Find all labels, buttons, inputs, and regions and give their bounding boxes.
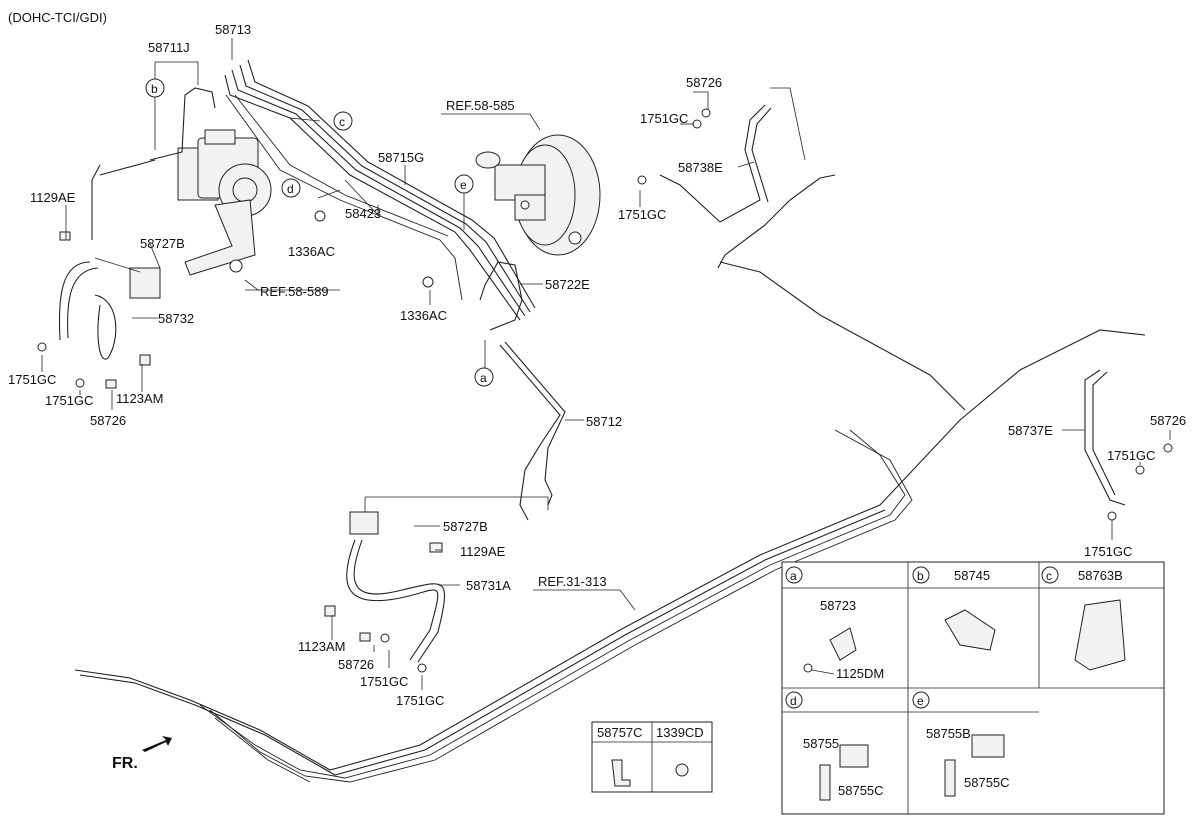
label-58712: 58712 bbox=[586, 414, 622, 429]
small-parts-table: 58757C 1339CD bbox=[591, 721, 713, 793]
label-1751GC-3: 1751GC bbox=[640, 111, 688, 126]
label-58722E: 58722E bbox=[545, 277, 590, 292]
label-58727B-upper: 58727B bbox=[140, 236, 185, 251]
label-58423: 58423 bbox=[345, 206, 381, 221]
clip-icon bbox=[611, 759, 631, 787]
label-58726-1: 58726 bbox=[90, 413, 126, 428]
tag-b-diagram: b bbox=[151, 82, 158, 96]
hose-58738E bbox=[659, 104, 766, 223]
cell-e-sub2: 58755C bbox=[964, 775, 1010, 790]
label-1751GC-7: 1751GC bbox=[360, 674, 408, 689]
ref-31-313: REF.31-313 bbox=[538, 574, 607, 589]
tag-c-diagram: c bbox=[339, 115, 345, 129]
label-58731A: 58731A bbox=[466, 578, 511, 593]
callout-labels: 58713 58711J 58715G 58423 1336AC 1336AC … bbox=[8, 22, 1186, 708]
label-58726-3: 58726 bbox=[1150, 413, 1186, 428]
engine-code-label: (DOHC-TCI/GDI) bbox=[8, 10, 107, 25]
bracket-58745-icon bbox=[944, 609, 996, 651]
label-1336AC-lower: 1336AC bbox=[400, 308, 447, 323]
tag-d-diagram: d bbox=[287, 182, 294, 196]
hose-58731A bbox=[346, 496, 549, 663]
hose-58737E bbox=[1084, 369, 1126, 506]
label-1751GC-6: 1751GC bbox=[1084, 544, 1132, 559]
label-58715G: 58715G bbox=[378, 150, 424, 165]
pipe-58711J bbox=[149, 87, 216, 161]
label-1129AE-upper: 1129AE bbox=[30, 190, 76, 205]
front-direction: FR. bbox=[112, 736, 172, 772]
tag-b-table: b bbox=[917, 569, 924, 583]
label-58732: 58732 bbox=[158, 311, 194, 326]
pipe-58712 bbox=[499, 344, 561, 521]
detail-table: a 58723 1125DM b 58745 c 58763B d 58755 … bbox=[781, 561, 1165, 815]
label-1123AM-lower: 1123AM bbox=[298, 639, 345, 654]
tag-d-table: d bbox=[790, 694, 797, 708]
label-1123AM-upper: 1123AM bbox=[116, 391, 163, 406]
cell-a-sub1: 58723 bbox=[820, 598, 856, 613]
bracket-58763B-icon bbox=[1074, 599, 1126, 671]
label-58713: 58713 bbox=[215, 22, 251, 37]
tag-a-table: a bbox=[790, 569, 797, 583]
label-1751GC-1: 1751GC bbox=[8, 372, 56, 387]
circle-tags: b c d e a bbox=[145, 78, 494, 387]
tag-e-table: e bbox=[917, 694, 924, 708]
tag-a-diagram: a bbox=[480, 371, 487, 385]
brake-booster bbox=[475, 134, 601, 256]
tag-e-diagram: e bbox=[460, 178, 467, 192]
front-arrow-icon bbox=[142, 736, 172, 752]
label-1751GC-8: 1751GC bbox=[396, 693, 444, 708]
label-58738E: 58738E bbox=[678, 160, 723, 175]
cell-b-part: 58745 bbox=[954, 568, 990, 583]
cell-d-sub1: 58755 bbox=[803, 736, 839, 751]
rear-brake-pipes bbox=[74, 174, 1146, 783]
hose-58732 bbox=[58, 257, 161, 360]
tag-c-table: c bbox=[1046, 569, 1052, 583]
label-1751GC-5: 1751GC bbox=[1107, 448, 1155, 463]
small-table-col1: 58757C bbox=[597, 725, 643, 740]
cell-c-part: 58763B bbox=[1078, 568, 1123, 583]
label-58726-4: 58726 bbox=[338, 657, 374, 672]
cell-a-sub2: 1125DM bbox=[836, 666, 884, 681]
label-58737E: 58737E bbox=[1008, 423, 1053, 438]
small-table-col2: 1339CD bbox=[656, 725, 704, 740]
ref-58-589: REF.58-589 bbox=[260, 284, 329, 299]
cell-e-sub1: 58755B bbox=[926, 726, 971, 741]
label-1336AC-upper: 1336AC bbox=[288, 244, 335, 259]
fasteners bbox=[37, 108, 1173, 673]
ref-58-585: REF.58-585 bbox=[446, 98, 515, 113]
label-1751GC-4: 1751GC bbox=[618, 207, 666, 222]
leader-lines bbox=[41, 38, 1171, 690]
cell-d-sub2: 58755C bbox=[838, 783, 884, 798]
front-label: FR. bbox=[112, 755, 138, 772]
abs-module bbox=[177, 129, 272, 276]
front-brake-pipes bbox=[224, 59, 536, 331]
nut-icon bbox=[675, 763, 689, 777]
label-58727B-lower: 58727B bbox=[443, 519, 488, 534]
label-58726-2: 58726 bbox=[686, 75, 722, 90]
label-1751GC-2: 1751GC bbox=[45, 393, 93, 408]
label-1129AE-lower: 1129AE bbox=[460, 544, 506, 559]
label-58711J: 58711J bbox=[148, 40, 190, 55]
